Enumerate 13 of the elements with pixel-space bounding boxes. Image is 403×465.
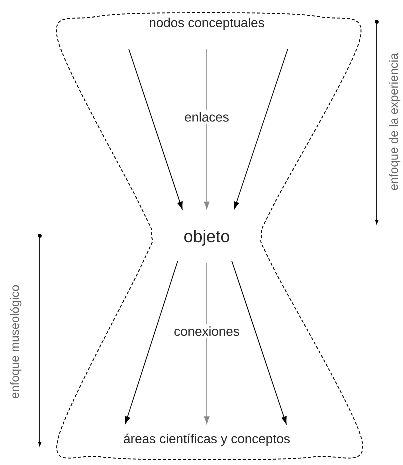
node-label: áreas científicas y conceptos [124, 434, 290, 446]
arrow [234, 48, 288, 210]
node-label: nodos conceptuales [150, 18, 264, 30]
side-label: enfoque museológico [10, 286, 22, 399]
node-label: objeto [184, 230, 230, 246]
arrow [125, 260, 178, 424]
arrow [232, 260, 287, 424]
edge-label: enlaces [182, 110, 232, 124]
arrow [204, 48, 210, 210]
arrow [128, 48, 183, 210]
arrow [204, 262, 210, 424]
edge-label: conexiones [172, 324, 242, 338]
side-label: enfoque de la experiencia [389, 53, 401, 190]
